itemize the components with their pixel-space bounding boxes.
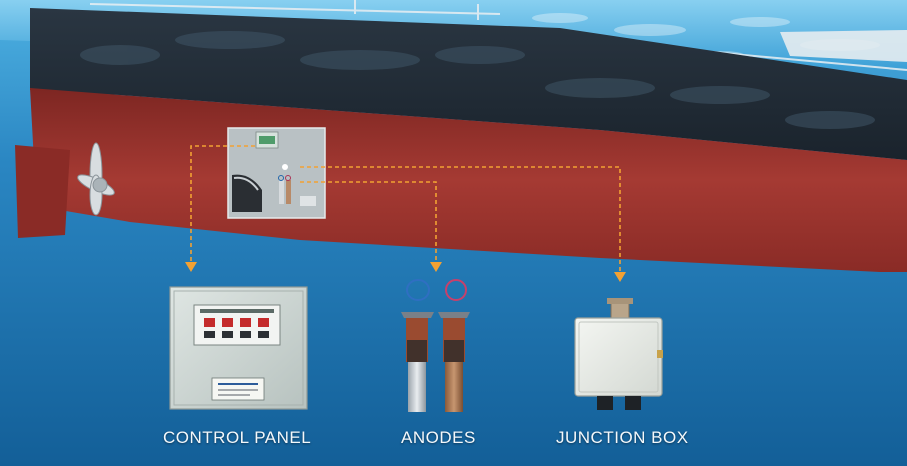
propeller-icon	[77, 142, 115, 216]
panel-displays	[204, 318, 269, 327]
anode-copper	[438, 279, 470, 412]
connector-lines	[190, 145, 621, 272]
hull-inset-panel	[227, 127, 326, 219]
junction-box	[574, 298, 663, 410]
connector-arrowheads	[185, 262, 626, 282]
caption-junction-box: JUNCTION BOX	[556, 428, 689, 447]
caption-control-panel: CONTROL PANEL	[163, 428, 312, 447]
rudder	[15, 145, 70, 238]
hull-reflections	[80, 31, 875, 129]
anode-zinc	[401, 279, 434, 412]
deck-structure	[780, 30, 907, 62]
control-panel-cabinet	[169, 286, 308, 410]
panel-switches	[204, 331, 269, 338]
caption-anodes: ANODES	[401, 428, 476, 447]
